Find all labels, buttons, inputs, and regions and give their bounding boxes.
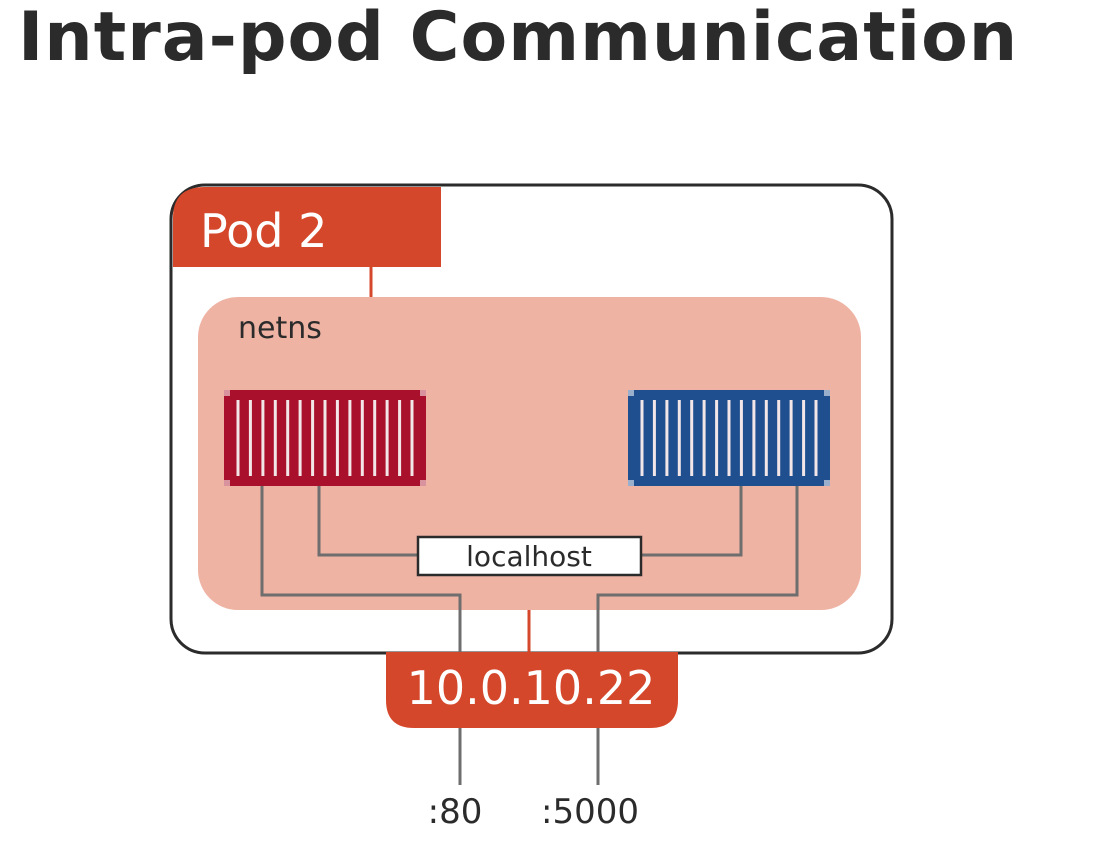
port-80-label: :80 — [428, 792, 483, 832]
blue-container-corner — [628, 390, 634, 396]
blue-container-rib — [752, 400, 756, 476]
red-container-rib — [348, 400, 352, 476]
red-to-localhost-wire — [317, 486, 418, 557]
red-container — [224, 390, 426, 486]
ip-address-box — [386, 652, 678, 728]
localhost-label: localhost — [466, 540, 592, 573]
red-container-rib — [335, 400, 339, 476]
page-title: Intra-pod Communication — [18, 0, 1019, 77]
blue-container-rib — [702, 400, 706, 476]
blue-container-corner — [824, 390, 830, 396]
red-container-ribs — [236, 400, 414, 476]
blue-container-rib — [715, 400, 719, 476]
red-container-rib — [385, 400, 389, 476]
red-container-corner — [420, 480, 426, 486]
red-container-rib — [360, 400, 364, 476]
red-container-rib — [410, 400, 414, 476]
red-container-rib — [236, 400, 240, 476]
pod-label: Pod 2 — [200, 204, 327, 258]
blue-container-rib — [814, 400, 818, 476]
blue-to-port-5000-wire — [596, 486, 799, 652]
blue-container-rib — [640, 400, 644, 476]
blue-container-rib — [777, 400, 781, 476]
ip-address-label: 10.0.10.22 — [407, 661, 656, 715]
blue-container-rib — [690, 400, 694, 476]
red-container-rib — [398, 400, 402, 476]
red-container-rib — [248, 400, 252, 476]
blue-container — [628, 390, 830, 486]
blue-container-rib — [652, 400, 656, 476]
blue-container-rib — [802, 400, 806, 476]
blue-container-corners — [628, 390, 830, 486]
pod-label-tab — [173, 187, 441, 267]
red-container-rib — [261, 400, 265, 476]
red-container-rib — [286, 400, 290, 476]
red-container-rib — [323, 400, 327, 476]
red-container-corner — [224, 480, 230, 486]
red-container-rib — [298, 400, 302, 476]
blue-container-rib — [677, 400, 681, 476]
red-container-corners — [224, 390, 426, 486]
port-5000-label: :5000 — [541, 792, 639, 832]
blue-container-rib — [739, 400, 743, 476]
blue-to-localhost-wire — [641, 486, 743, 557]
red-container-rib — [273, 400, 277, 476]
blue-container-rib — [764, 400, 768, 476]
blue-container-ribs — [640, 400, 818, 476]
localhost-box — [416, 535, 643, 577]
netns-label: netns — [238, 311, 322, 346]
blue-container-rib — [727, 400, 731, 476]
red-container-rib — [373, 400, 377, 476]
red-to-port-80-wire — [260, 486, 462, 652]
red-container-rib — [311, 400, 315, 476]
red-container-corner — [420, 390, 426, 396]
red-container-corner — [224, 390, 230, 396]
blue-container-rib — [789, 400, 793, 476]
blue-container-corner — [628, 480, 634, 486]
blue-container-corner — [824, 480, 830, 486]
blue-container-rib — [665, 400, 669, 476]
netns-area — [198, 297, 861, 610]
